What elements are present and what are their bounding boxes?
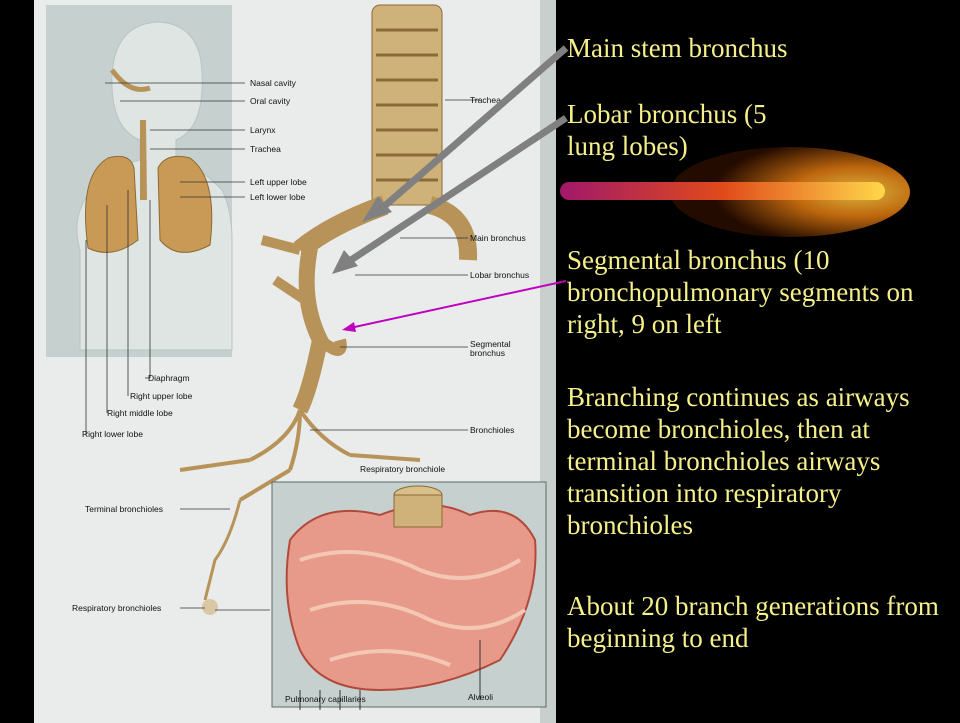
label-respiratory-bronchiole: Respiratory bronchiole: [360, 464, 445, 474]
label-terminal-bronchioles: Terminal bronchioles: [85, 504, 163, 514]
label-bronchioles: Bronchioles: [470, 425, 514, 435]
label-alveoli: Alveoli: [468, 692, 493, 702]
bullet-segmental-bronchus: Segmental bronchus (10 bronchopulmonary …: [567, 244, 957, 340]
label-left-upper-lobe: Left upper lobe: [250, 177, 307, 187]
label-oral-cavity: Oral cavity: [250, 96, 291, 106]
label-right-upper-lobe: Right upper lobe: [130, 391, 193, 401]
label-pulmonary-capillaries: Pulmonary capillaries: [285, 694, 366, 704]
bullet-lobar-bronchus: Lobar bronchus (5 lung lobes): [567, 98, 807, 162]
label-nasal-cavity: Nasal cavity: [250, 78, 297, 88]
label-right-middle-lobe: Right middle lobe: [107, 408, 173, 418]
bullet-branch-generations: About 20 branch generations from beginni…: [567, 590, 957, 654]
label-larynx: Larynx: [250, 125, 276, 135]
label-trachea-small: Trachea: [250, 144, 281, 154]
label-left-lower-lobe: Left lower lobe: [250, 192, 306, 202]
label-trachea-main: Trachea: [470, 95, 501, 105]
label-respiratory-bronchioles: Respiratory bronchioles: [72, 603, 161, 613]
label-diaphragm: Diaphragm: [148, 373, 190, 383]
bullet-main-stem-bronchus: Main stem bronchus: [567, 32, 947, 64]
label-lobar-bronchus: Lobar bronchus: [470, 270, 529, 280]
label-right-lower-lobe: Right lower lobe: [82, 429, 143, 439]
label-main-bronchus: Main bronchus: [470, 233, 526, 243]
alveoli-inset: [272, 482, 546, 710]
bullet-branching: Branching continues as airways become br…: [567, 381, 957, 541]
label-segmental-bronchus-2: bronchus: [470, 348, 505, 358]
